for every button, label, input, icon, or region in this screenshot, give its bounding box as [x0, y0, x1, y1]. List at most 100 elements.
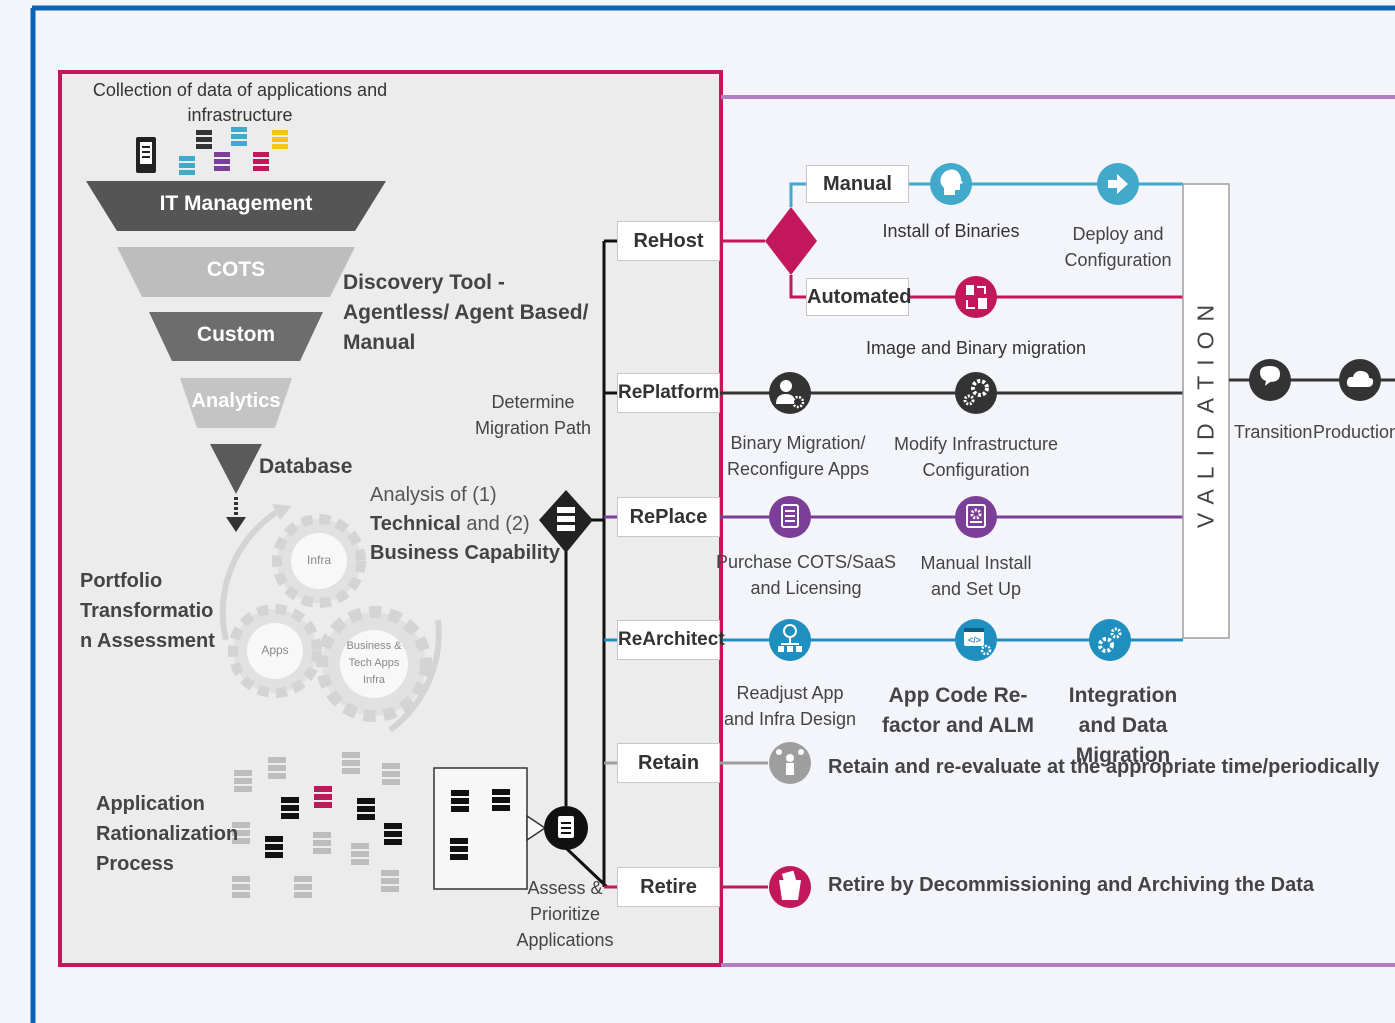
step-image-binary: Image and Binary migration: [865, 338, 1087, 358]
portfolio-line-3: n Assessment: [80, 630, 215, 652]
assess-line-2: Prioritize: [529, 904, 600, 924]
rationalization-line-3: Process: [96, 853, 174, 875]
step-retain-text: Retain and re-evaluate at the appropriat…: [828, 756, 1380, 778]
validation-box: [1182, 183, 1230, 639]
code-window-icon: </>: [955, 619, 997, 661]
integration-line-1: Integration: [1068, 684, 1178, 707]
cloud-icon: [1339, 359, 1381, 401]
deploy-line-2: Configuration: [1064, 250, 1172, 270]
analysis-line-1: Analysis of (1): [370, 484, 497, 506]
discovery-line-2: Agentless/ Agent Based/: [343, 301, 589, 324]
database-label: Database: [259, 455, 353, 478]
analysis-line-2: Technical and (2): [370, 510, 560, 539]
readjust-line-2: and Infra Design: [723, 709, 857, 729]
analysis-technical: Technical: [370, 513, 461, 535]
gear-label-business: Business & Tech Apps Infra: [346, 640, 402, 686]
chat-icon: [1249, 359, 1291, 401]
path-rearchitect[interactable]: ReArchitect: [617, 620, 725, 660]
app-code-line-2: factor and ALM: [881, 714, 1035, 737]
path-replatform[interactable]: RePlatform: [617, 373, 720, 413]
integration-line-2: and Data Migration: [1075, 714, 1171, 767]
funnel-level-analytics: [180, 378, 292, 428]
modify-line-2: Configuration: [922, 460, 1030, 480]
head-icon: [930, 163, 972, 205]
analysis-and-2: and (2): [460, 513, 530, 535]
portfolio-line-1: Portfolio: [80, 570, 163, 592]
archive-box-icon: [769, 866, 811, 908]
report-icon: [544, 806, 588, 850]
step-readjust: Readjust App and Infra Design: [710, 680, 870, 732]
rationalization-servers: [232, 752, 402, 898]
migration-icon: [955, 276, 997, 318]
document-list-icon: [769, 496, 811, 538]
funnel-label-cots: COTS: [206, 258, 266, 281]
gear-icon: [219, 504, 442, 733]
assess-label: Assess & Prioritize Applications: [510, 875, 620, 953]
gears-icon: [955, 372, 997, 414]
gear-label-infra: Infra: [306, 553, 331, 567]
determine-line-1: Determine: [491, 392, 575, 412]
analysis-line-3: Business Capability: [370, 542, 561, 564]
funnel-level-custom: [149, 312, 323, 361]
gear-label-apps: Apps: [261, 643, 289, 657]
step-modify-infra: Modify Infrastructure Configuration: [881, 431, 1071, 483]
branch-manual[interactable]: Manual: [806, 165, 909, 203]
portfolio-line-2: Transformatio: [80, 600, 214, 622]
binary-line-2: Reconfigure Apps: [726, 459, 870, 479]
person-ideas-icon: [769, 742, 811, 784]
step-integration: Integration and Data Migration: [1033, 681, 1213, 771]
network-icon: [769, 619, 811, 661]
server-stack-icon: [179, 127, 288, 175]
determine-line-2: Migration Path: [474, 418, 592, 438]
readjust-line-1: Readjust App: [736, 683, 844, 703]
collection-label: Collection of data of applications and i…: [92, 80, 388, 125]
path-retain[interactable]: Retain: [617, 743, 720, 783]
path-rehost[interactable]: ReHost: [617, 221, 720, 261]
branch-automated[interactable]: Automated: [806, 278, 911, 316]
deploy-arrow-icon: [1097, 163, 1139, 205]
funnel-level-it-management: [86, 181, 386, 231]
step-retire-text: Retire by Decommissioning and Archiving …: [828, 874, 1315, 896]
step-purchase-cots: Purchase COTS/SaaS and Licensing: [713, 549, 899, 601]
discovery-label: Discovery Tool - Agentless/ Agent Based/…: [343, 268, 588, 358]
assess-line-3: Applications: [516, 930, 614, 950]
integration-gears-icon: [1089, 619, 1131, 661]
step-binary-migration: Binary Migration/ Reconfigure Apps: [713, 430, 883, 482]
assess-box: [433, 767, 528, 890]
analysis-label: Analysis of (1) Technical and (2) Busine…: [370, 481, 560, 568]
down-arrow-icon: [226, 517, 246, 532]
step-manual-install: Manual Install and Set Up: [896, 550, 1056, 602]
funnel-level-cots: [117, 247, 355, 297]
path-replace[interactable]: RePlace: [617, 497, 720, 537]
transition-label: Transition: [1234, 422, 1313, 442]
step-deploy-config: Deploy and Configuration: [1048, 221, 1188, 273]
deploy-line-1: Deploy and: [1072, 224, 1164, 244]
path-retire[interactable]: Retire: [617, 867, 720, 907]
rationalization-label: Application Rationalization Process: [96, 789, 238, 879]
validation-label: VALIDATION: [1192, 294, 1219, 529]
discovery-line-1: Discovery Tool -: [343, 271, 505, 294]
portfolio-label: Portfolio Transformatio n Assessment: [80, 566, 215, 656]
determine-label: Determine Migration Path: [463, 389, 603, 441]
funnel-label-it-management: IT Management: [159, 192, 313, 215]
purchase-line-2: and Licensing: [750, 578, 862, 598]
assess-line-1: Assess &: [527, 878, 603, 898]
step-app-code: App Code Re- factor and ALM: [876, 681, 1040, 741]
funnel-label-analytics: Analytics: [191, 390, 281, 412]
production-label: Production: [1313, 422, 1395, 442]
funnel-icon: [86, 181, 386, 532]
modify-line-1: Modify Infrastructure: [893, 434, 1059, 454]
manual-install-line-2: and Set Up: [930, 579, 1022, 599]
settings-doc-icon: [955, 496, 997, 538]
binary-line-1: Binary Migration/: [730, 433, 866, 453]
svg-text:</>: </>: [968, 635, 981, 645]
database-diamond-icon: [539, 490, 593, 553]
purchase-line-1: Purchase COTS/SaaS: [715, 552, 897, 572]
step-install-binaries: Install of Binaries: [882, 221, 1020, 241]
rationalization-line-1: Application: [96, 793, 205, 815]
manual-install-line-1: Manual Install: [920, 553, 1032, 573]
funnel-label-custom: Custom: [196, 323, 276, 346]
discovery-line-3: Manual: [343, 331, 416, 354]
